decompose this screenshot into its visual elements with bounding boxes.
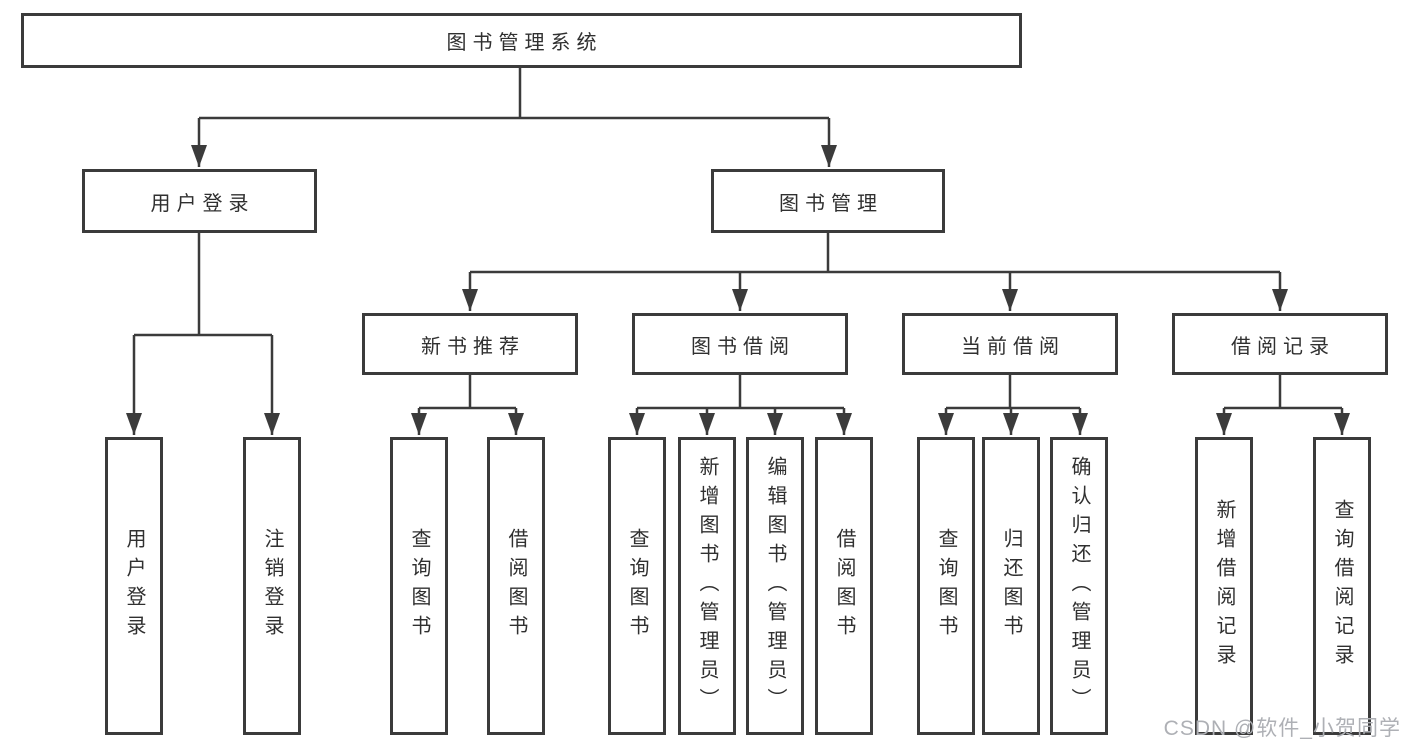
leaf-logout: 注销登录 [243,437,301,735]
node-label: 查询借阅记录 [1331,499,1353,673]
leaf-query-books-1: 查询图书 [390,437,448,735]
node-label: 新书推荐 [421,335,525,358]
node-label: 归还图书 [1000,528,1022,644]
node-label: 编辑图书（管理员） [764,455,786,717]
leaf-borrow-books-2: 借阅图书 [815,437,873,735]
node-label: 查询图书 [408,528,430,644]
node-label: 查询图书 [626,528,648,644]
node-label: 确认归还（管理员） [1068,455,1090,717]
leaf-query-borrow-record: 查询借阅记录 [1313,437,1371,735]
node-label: 借阅记录 [1231,335,1335,358]
node-label: 图书借阅 [691,335,795,358]
node-label: 新增图书（管理员） [696,455,718,717]
leaf-add-borrow-record: 新增借阅记录 [1195,437,1253,735]
csdn-watermark: CSDN @软件_小贺同学 [1163,717,1401,740]
node-label: 用户登录 [150,192,255,215]
node-new-book-recommend: 新书推荐 [362,313,578,375]
node-label: 查询图书 [935,528,957,644]
leaf-query-books-3: 查询图书 [917,437,975,735]
node-label: 图书管理 [779,192,883,215]
node-current-borrow: 当前借阅 [902,313,1118,375]
node-label: 注销登录 [261,528,283,644]
node-label: 用户登录 [123,528,145,644]
node-label: 借阅图书 [505,528,527,644]
node-book-borrow: 图书借阅 [632,313,848,375]
node-label: 图书管理系统 [446,32,603,54]
node-user-login: 用户登录 [82,169,317,233]
leaf-return-book: 归还图书 [982,437,1040,735]
connector-trunks [134,68,1342,410]
leaf-add-book-admin: 新增图书（管理员） [678,437,736,735]
node-label: 当前借阅 [961,335,1065,358]
node-label: 借阅图书 [833,528,855,644]
leaf-borrow-books-1: 借阅图书 [487,437,545,735]
leaf-user-login: 用户登录 [105,437,163,735]
leaf-confirm-return-admin: 确认归还（管理员） [1050,437,1108,735]
leaf-query-books-2: 查询图书 [608,437,666,735]
leaf-edit-book-admin: 编辑图书（管理员） [746,437,804,735]
node-library-management-system: 图书管理系统 [21,13,1022,68]
node-label: 新增借阅记录 [1213,499,1235,673]
node-borrow-records: 借阅记录 [1172,313,1388,375]
node-book-management: 图书管理 [711,169,945,233]
